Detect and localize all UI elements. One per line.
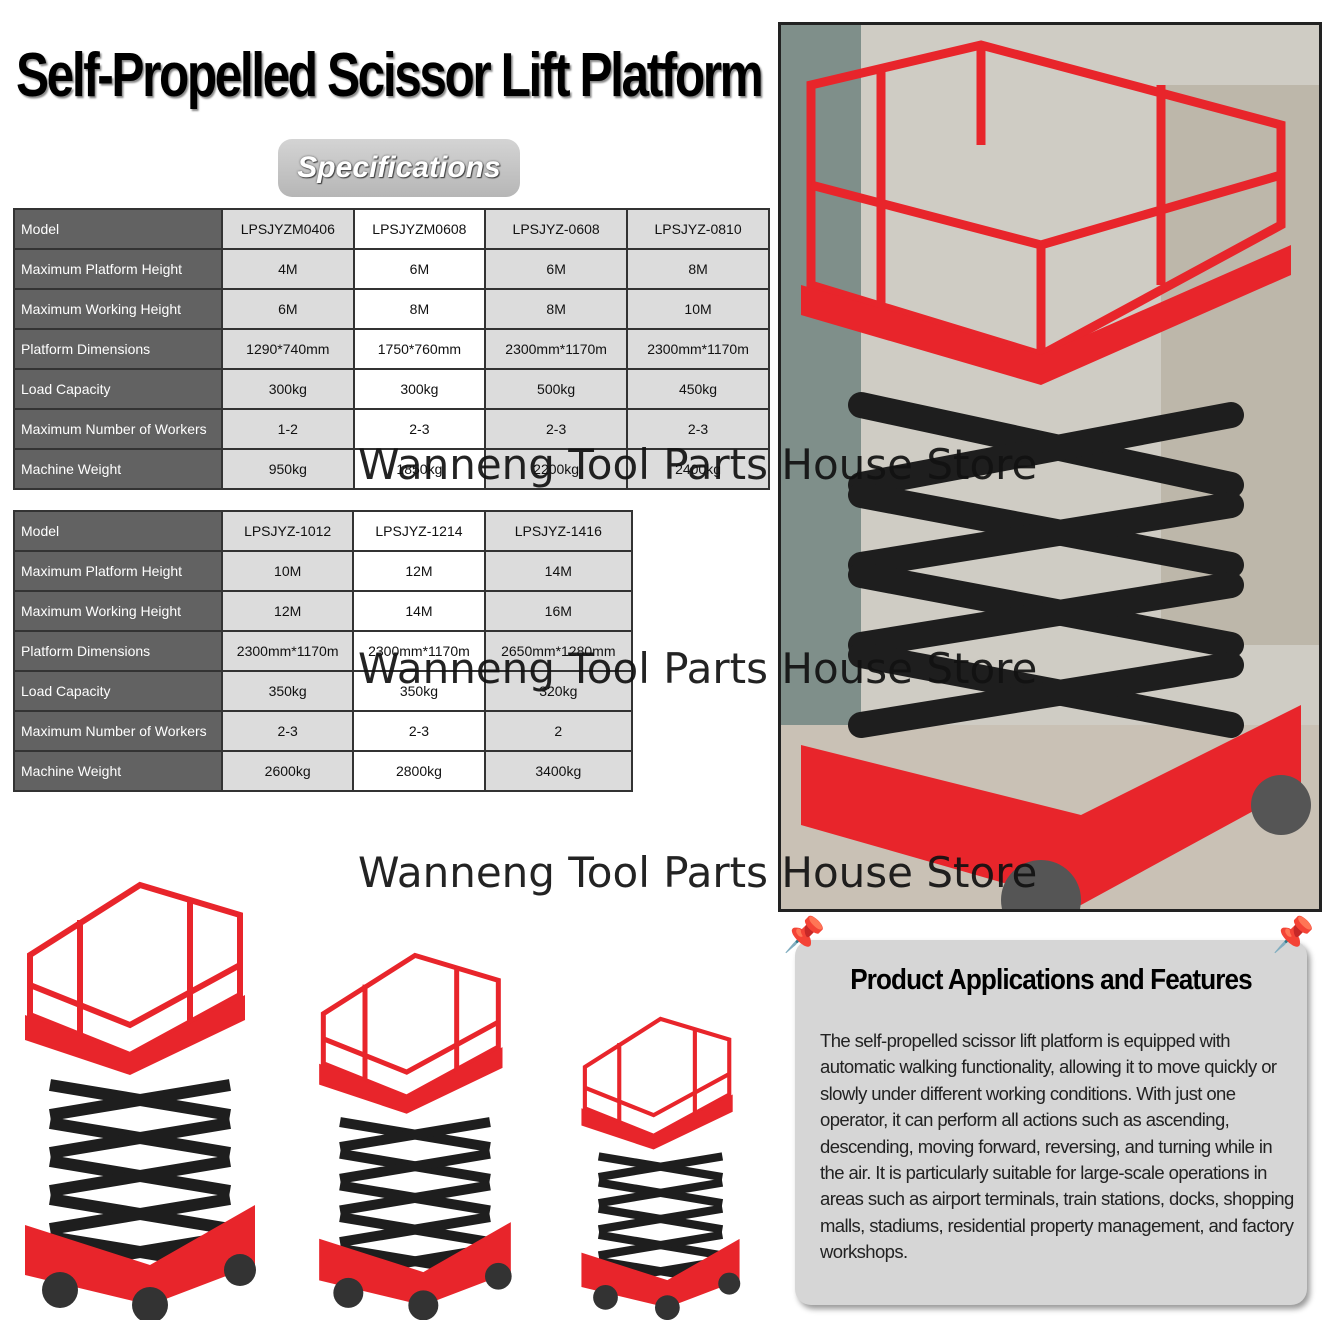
table-cell: 300kg: [221, 368, 355, 410]
table-cell: 2-3: [352, 408, 487, 450]
table-cell: 2300mm*1170m: [484, 328, 629, 370]
features-body: The self-propelled scissor lift platform…: [820, 1030, 1294, 1263]
table-cell: 3400kg: [483, 750, 634, 792]
table-cell: 2200kg: [484, 448, 629, 490]
table-cell: 8M: [484, 288, 629, 330]
scissor-lift-image: [578, 1010, 743, 1325]
pushpin-icon: 📌: [1272, 916, 1315, 954]
table-cell: 12M: [220, 590, 355, 632]
table-cell: 8M: [626, 248, 770, 290]
table-cell: 950kg: [221, 448, 355, 490]
table-cell: 1850kg: [352, 448, 487, 490]
table-cell: 1-2: [221, 408, 355, 450]
features-title: Product Applications and Features: [850, 964, 1252, 996]
table-cell: 2650mm*1280mm: [483, 630, 634, 672]
table-cell: LPSJYZ-1012: [220, 510, 355, 552]
watermark-text: Wanneng Tool Parts House Store: [358, 848, 1038, 897]
table-cell: 12M: [352, 550, 486, 592]
table-cell: 2: [483, 710, 634, 752]
table-cell: 2300mm*1170m: [352, 630, 486, 672]
page-title: Self-Propelled Scissor Lift Platform: [16, 41, 764, 110]
table-cell: 14M: [483, 550, 634, 592]
table-cell: 8M: [352, 288, 487, 330]
table-cell: 350kg: [352, 670, 486, 712]
table-cell: 350kg: [220, 670, 355, 712]
watermark-text: Wanneng Tool Parts House Store: [358, 644, 1038, 693]
table-cell: 6M: [352, 248, 487, 290]
row-label: Machine Weight: [13, 448, 223, 490]
row-label: Load Capacity: [13, 670, 223, 712]
table-cell: 500kg: [484, 368, 629, 410]
row-label: Platform Dimensions: [13, 328, 223, 370]
table-cell: 1290*740mm: [221, 328, 355, 370]
table-cell: 2300mm*1170m: [626, 328, 770, 370]
row-label: Maximum Platform Height: [13, 248, 223, 290]
table-cell: 16M: [483, 590, 634, 632]
table-cell: 2600kg: [220, 750, 355, 792]
table-cell: 6M: [484, 248, 629, 290]
row-label: Machine Weight: [13, 750, 223, 792]
table-cell: 320kg: [483, 670, 634, 712]
pushpin-icon: 📌: [783, 916, 826, 954]
table-cell: 4M: [221, 248, 355, 290]
row-label: Model: [13, 208, 223, 250]
table-cell: 2-3: [352, 710, 486, 752]
row-label: Maximum Working Height: [13, 288, 223, 330]
table-cell: 14M: [352, 590, 486, 632]
table-cell: 2400kg: [626, 448, 770, 490]
table-cell: 300kg: [352, 368, 487, 410]
features-panel: Product Applications and Features The se…: [795, 940, 1307, 1305]
specifications-badge: Specifications: [278, 139, 520, 197]
scissor-lift-image: [20, 875, 260, 1325]
row-label: Maximum Working Height: [13, 590, 223, 632]
table-cell: 450kg: [626, 368, 770, 410]
scissor-lift-image: [315, 945, 515, 1325]
row-label: Maximum Number of Workers: [13, 710, 223, 752]
table-cell: 2-3: [626, 408, 770, 450]
row-label: Model: [13, 510, 223, 552]
table-cell: LPSJYZ-0810: [626, 208, 770, 250]
table-cell: 2-3: [484, 408, 629, 450]
table-cell: LPSJYZ-1416: [483, 510, 634, 552]
row-label: Maximum Platform Height: [13, 550, 223, 592]
table-cell: LPSJYZ-0608: [484, 208, 629, 250]
row-label: Maximum Number of Workers: [13, 408, 223, 450]
table-cell: LPSJYZ-1214: [352, 510, 486, 552]
scissor-lift-photo: [778, 22, 1322, 912]
table-cell: LPSJYZM0406: [221, 208, 355, 250]
table-cell: 10M: [626, 288, 770, 330]
table-cell: 1750*760mm: [352, 328, 487, 370]
watermark-text: Wanneng Tool Parts House Store: [358, 440, 1038, 489]
table-cell: 2300mm*1170m: [220, 630, 355, 672]
table-cell: 6M: [221, 288, 355, 330]
table-cell: 10M: [220, 550, 355, 592]
table-cell: 2800kg: [352, 750, 486, 792]
table-cell: 2-3: [220, 710, 355, 752]
row-label: Load Capacity: [13, 368, 223, 410]
table-cell: LPSJYZM0608: [352, 208, 487, 250]
row-label: Platform Dimensions: [13, 630, 223, 672]
